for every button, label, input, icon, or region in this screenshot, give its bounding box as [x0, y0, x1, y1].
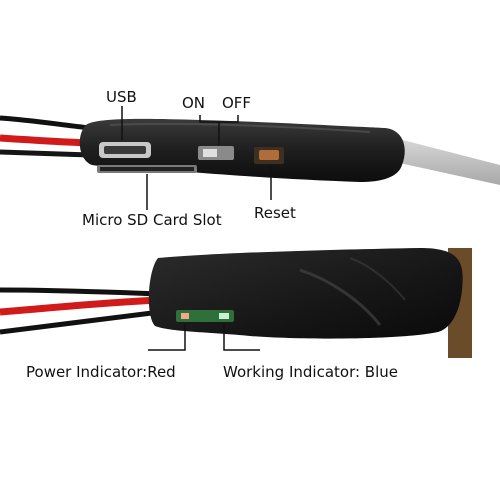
- reset-button-top: [259, 150, 279, 160]
- working-indicator-label: Working Indicator: Blue: [223, 363, 398, 381]
- off-label: OFF: [222, 94, 252, 112]
- power-switch-knob: [203, 149, 217, 157]
- bottom-red-wire: [0, 296, 161, 316]
- working-indicator-callout: [223, 324, 260, 351]
- bottom-black-wire-lower: [0, 309, 161, 335]
- usb-port-inner: [104, 146, 146, 154]
- working-led: [219, 313, 229, 319]
- bottom-board: [148, 248, 463, 339]
- bottom-board-highlight-2: [349, 257, 406, 301]
- top-callout-lines: [121, 106, 272, 210]
- bottom-black-wire-upper: [0, 287, 161, 297]
- top-black-wire-lower: [0, 149, 91, 158]
- top-board-highlight: [109, 122, 371, 133]
- on-label: ON: [182, 94, 206, 112]
- reset-label: Reset: [254, 204, 296, 222]
- bottom-callout-lines: [148, 324, 260, 351]
- top-module: [0, 115, 500, 185]
- power-led: [181, 313, 189, 319]
- micro-sd-label: Micro SD Card Slot: [82, 211, 222, 229]
- top-ribbon-cable: [395, 138, 500, 185]
- top-red-wire: [0, 134, 91, 147]
- power-indicator-callout: [148, 324, 186, 351]
- bottom-board-highlight: [299, 268, 382, 326]
- power-indicator-label: Power Indicator:Red: [26, 363, 176, 381]
- sd-card-slot-inner: [100, 167, 194, 171]
- bottom-module: [0, 248, 472, 358]
- usb-label: USB: [106, 88, 137, 106]
- top-black-wire-upper: [0, 115, 91, 131]
